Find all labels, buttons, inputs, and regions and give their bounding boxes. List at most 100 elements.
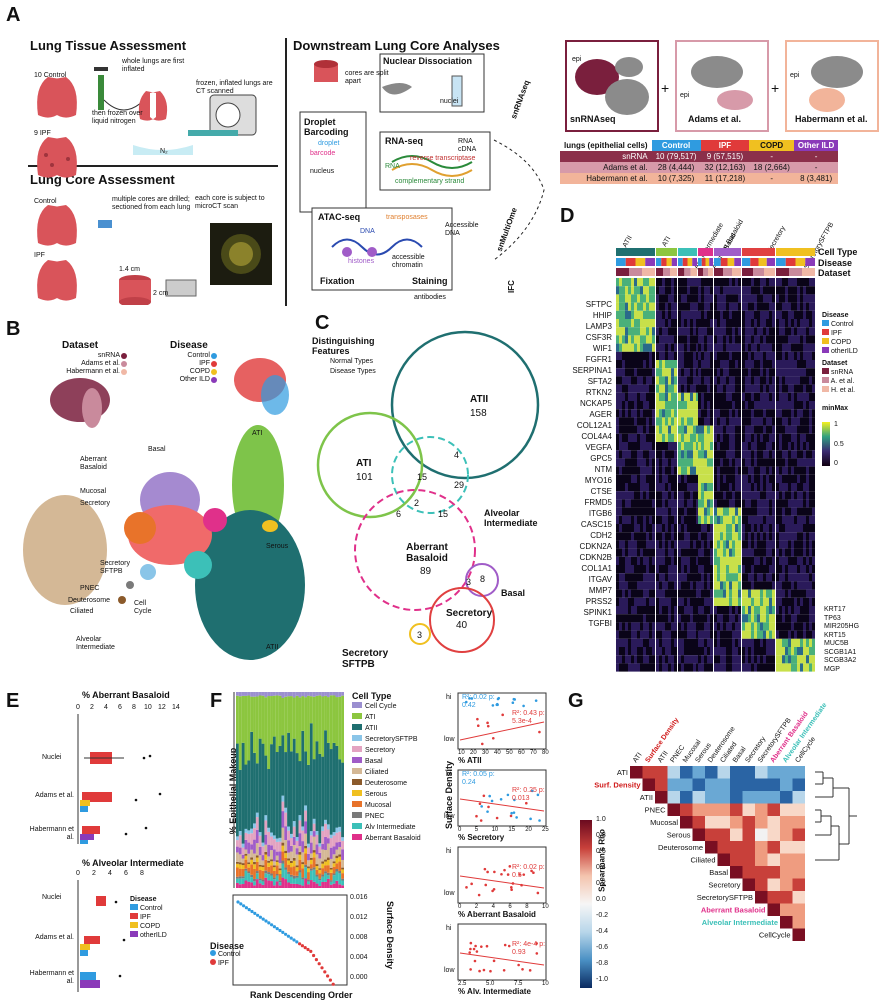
heat-cell xyxy=(659,401,662,410)
heat-cell xyxy=(631,319,634,328)
heat-cell xyxy=(720,499,723,508)
heat-cell xyxy=(637,556,640,565)
heat-cell xyxy=(772,433,775,442)
heat-cell xyxy=(717,499,720,508)
heat-cell xyxy=(710,294,713,303)
heat-cell xyxy=(646,614,649,623)
heat-cell xyxy=(652,392,655,401)
stack-segment xyxy=(275,841,279,852)
stack-segment xyxy=(338,870,342,874)
heat-cell xyxy=(809,417,812,426)
scatter-point xyxy=(536,891,540,895)
heat-cell xyxy=(717,573,720,582)
heat-cell xyxy=(687,310,690,319)
heat-cell xyxy=(763,499,766,508)
heat-cell xyxy=(776,515,779,524)
heat-cell xyxy=(726,581,729,590)
heat-cell xyxy=(704,294,707,303)
corr-cell xyxy=(780,816,793,829)
heat-cell xyxy=(772,524,775,533)
scatter-point xyxy=(474,944,477,948)
stack-segment xyxy=(321,881,325,888)
heat-cell xyxy=(681,474,684,483)
heat-cell xyxy=(717,556,720,565)
heat-cell xyxy=(649,286,652,295)
heat-cell xyxy=(622,548,625,557)
heat-cell xyxy=(723,286,726,295)
heat-cell xyxy=(763,474,766,483)
heat-cell xyxy=(735,310,738,319)
heat-cell xyxy=(668,417,671,426)
trend-line xyxy=(459,952,545,966)
heat-cell xyxy=(687,442,690,451)
heat-cell xyxy=(766,515,769,524)
heat-cell xyxy=(806,663,809,672)
heat-cell xyxy=(628,360,631,369)
corr-cell xyxy=(692,828,705,841)
heat-cell xyxy=(803,663,806,672)
heat-cell xyxy=(668,655,671,664)
heat-cell xyxy=(625,573,628,582)
heat-cell xyxy=(776,368,779,377)
heat-cell xyxy=(698,532,701,541)
heat-cell xyxy=(628,655,631,664)
heat-cell xyxy=(646,351,649,360)
heat-cell xyxy=(800,335,803,344)
stack-segment xyxy=(270,881,273,888)
scatter-point xyxy=(493,870,496,874)
heat-cell xyxy=(726,491,729,500)
heat-cell xyxy=(732,630,735,639)
heat-cell xyxy=(690,360,693,369)
heat-cell xyxy=(634,589,637,598)
heat-cell xyxy=(662,606,665,615)
heat-cell xyxy=(769,638,772,647)
heat-cell xyxy=(720,401,723,410)
heat-cell xyxy=(723,573,726,582)
stack-segment xyxy=(270,873,273,876)
heat-cell xyxy=(710,368,713,377)
heat-cell xyxy=(687,499,690,508)
heat-cell xyxy=(698,556,701,565)
heat-cell xyxy=(763,409,766,418)
tick-label: 12 xyxy=(158,704,166,711)
heat-cell xyxy=(631,524,634,533)
gene-label: CTSE xyxy=(590,487,612,496)
heat-cell xyxy=(656,327,659,336)
heat-cell xyxy=(806,351,809,360)
stack-segment xyxy=(236,861,239,864)
heat-cell xyxy=(794,360,797,369)
heat-cell xyxy=(766,647,769,656)
disease-band xyxy=(727,258,735,266)
heat-cell xyxy=(800,663,803,672)
heat-cell xyxy=(640,376,643,385)
heat-cell xyxy=(757,417,760,426)
heat-cell xyxy=(803,327,806,336)
heat-cell xyxy=(681,327,684,336)
heat-cell xyxy=(738,491,741,500)
heat-cell xyxy=(788,565,791,574)
heat-cell xyxy=(751,392,754,401)
venn-value-sftpb: 3 xyxy=(417,630,423,640)
stack-segment xyxy=(324,836,327,850)
heat-cell xyxy=(625,655,628,664)
heat-cell xyxy=(732,499,735,508)
heatmap-legend: Disease Control IPF COPD otherILD Datase… xyxy=(822,312,882,413)
heat-cell xyxy=(628,417,631,426)
stack-segment xyxy=(321,826,325,831)
venn-label-ati: ATI xyxy=(356,458,372,469)
heat-cell xyxy=(732,343,735,352)
heat-cell xyxy=(760,573,763,582)
heat-cell xyxy=(646,450,649,459)
heat-cell xyxy=(797,409,800,418)
heat-cell xyxy=(760,335,763,344)
heat-cell xyxy=(659,310,662,319)
heat-cell xyxy=(643,597,646,606)
stack-segment xyxy=(258,695,262,739)
heat-cell xyxy=(726,638,729,647)
heat-cell xyxy=(735,442,738,451)
heat-cell xyxy=(729,573,732,582)
dataset-band xyxy=(616,268,629,276)
heat-cell xyxy=(687,581,690,590)
heat-cell xyxy=(707,458,710,467)
heat-cell xyxy=(693,294,696,303)
